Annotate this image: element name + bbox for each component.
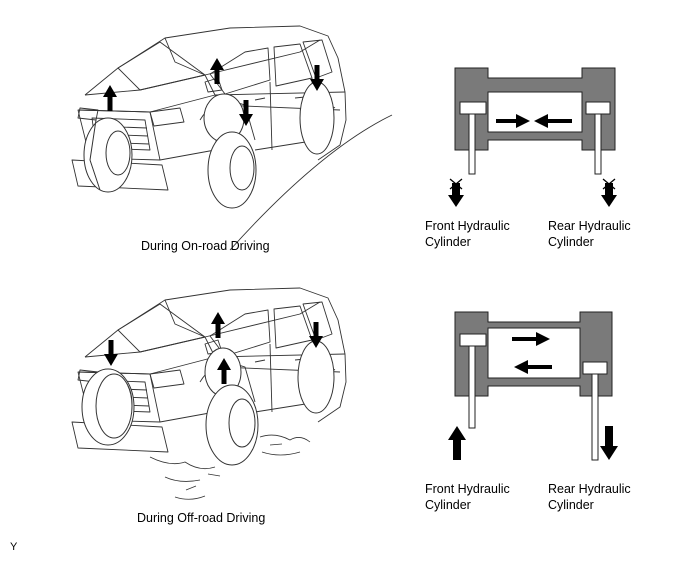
on-road-caption: During On-road Driving (141, 239, 270, 253)
big-up-arrow-icon (448, 426, 466, 460)
fluid-passage (487, 327, 581, 379)
front-left-wheel (81, 368, 135, 446)
on-road-vehicle (71, 25, 393, 251)
rear-piston (582, 361, 608, 375)
road-edge (229, 114, 393, 251)
front-cylinder-label: Front Hydraulic Cylinder (425, 219, 513, 249)
front-piston (459, 101, 487, 115)
rear-piston (585, 101, 611, 115)
blocked-down-arrow-icon (600, 178, 618, 208)
down-arrow-icon (104, 340, 118, 366)
rear-cylinder-label: Rear Hydraulic Cylinder (548, 482, 634, 512)
rear-cylinder-label: Rear Hydraulic Cylinder (548, 219, 634, 249)
off-road-cylinder-diagram (448, 311, 618, 461)
front-rod (468, 345, 476, 429)
front-cylinder-label: Front Hydraulic Cylinder (425, 482, 513, 512)
front-rod (468, 113, 476, 175)
big-down-arrow-icon (600, 426, 618, 460)
fluid-passage (487, 91, 583, 133)
rear-right-wheel (299, 81, 335, 155)
front-left-wheel (83, 117, 133, 193)
rear-left-wheel (207, 131, 257, 209)
rear-left-wheel (205, 384, 259, 466)
rough-terrain (149, 434, 311, 500)
off-road-vehicle (71, 287, 347, 500)
opposing-flow-arrows-icon (496, 114, 572, 128)
on-road-cylinder-diagram (447, 67, 618, 208)
rear-rod (594, 113, 602, 175)
up-arrow-icon (103, 85, 117, 111)
front-piston (459, 333, 487, 347)
rear-right-wheel (297, 340, 335, 414)
blocked-down-arrow-icon (447, 178, 465, 208)
rear-rod (591, 373, 599, 461)
flow-right-arrow-icon (512, 332, 550, 346)
figure-code: Y (10, 541, 18, 553)
flow-left-arrow-icon (514, 360, 552, 374)
off-road-caption: During Off-road Driving (137, 511, 265, 525)
